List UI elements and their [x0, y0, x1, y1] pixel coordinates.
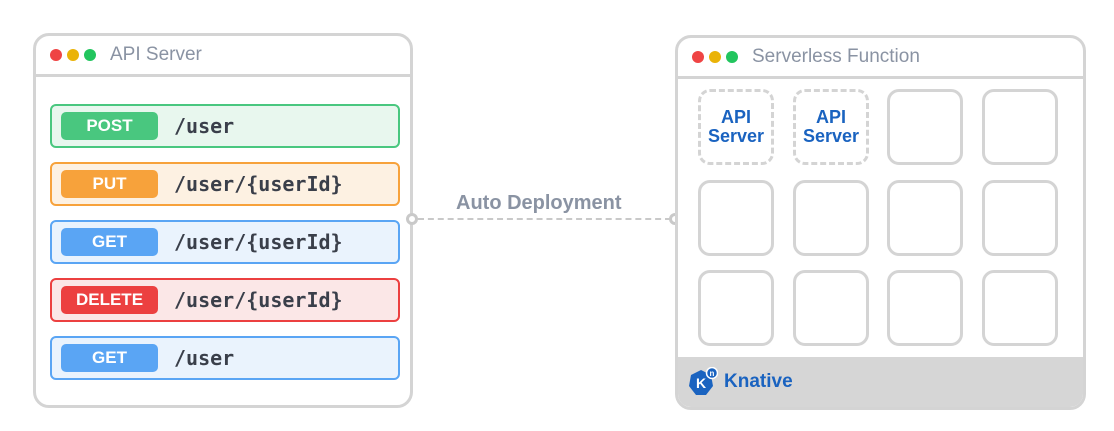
method-badge-post: POST [61, 112, 158, 140]
serverless-title: Serverless Function [752, 46, 920, 67]
endpoint-row: POST /user [50, 104, 400, 148]
serverless-function-window: Serverless Function API Server API Serve… [675, 35, 1086, 410]
endpoint-row: PUT /user/{userId} [50, 162, 400, 206]
endpoint-row: DELETE /user/{userId} [50, 278, 400, 322]
api-server-window: API Server POST /user PUT /user/{userId}… [33, 33, 413, 408]
knative-footer: K n Knative [678, 357, 1083, 407]
api-server-instance: API Server [698, 89, 774, 165]
instance-label-line1: API [720, 107, 751, 127]
window-controls [50, 49, 96, 61]
api-server-titlebar: API Server [36, 36, 410, 77]
instance-label-line1: API [815, 107, 846, 127]
serverless-titlebar: Serverless Function [678, 38, 1083, 79]
minimize-dot-icon [709, 51, 721, 63]
empty-slot [793, 270, 869, 346]
empty-slot [982, 180, 1058, 256]
maximize-dot-icon [726, 51, 738, 63]
method-badge-delete: DELETE [61, 286, 158, 314]
endpoint-path: /user [174, 114, 235, 138]
knative-logo-letter: K [696, 375, 706, 391]
api-server-instance: API Server [793, 89, 869, 165]
empty-slot [887, 89, 963, 165]
empty-slot [982, 89, 1058, 165]
method-badge-put: PUT [61, 170, 158, 198]
api-server-title: API Server [110, 44, 202, 65]
endpoint-row: GET /user/{userId} [50, 220, 400, 264]
connector-start-dot [406, 213, 418, 225]
empty-slot [982, 270, 1058, 346]
instance-label-line2: Server [802, 126, 860, 146]
instance-label-line2: Server [707, 126, 765, 146]
knative-label: Knative [724, 371, 793, 392]
endpoint-path: /user/{userId} [174, 172, 343, 196]
empty-slot [793, 180, 869, 256]
auto-deployment-connector-line [418, 218, 671, 220]
endpoint-path: /user/{userId} [174, 230, 343, 254]
auto-deployment-label: Auto Deployment [456, 192, 622, 214]
maximize-dot-icon [84, 49, 96, 61]
empty-slot [887, 270, 963, 346]
knative-logo-icon: K n [688, 366, 719, 397]
close-dot-icon [50, 49, 62, 61]
method-badge-get: GET [61, 344, 158, 372]
endpoint-path: /user [174, 346, 235, 370]
minimize-dot-icon [67, 49, 79, 61]
knative-logo-superscript: n [710, 369, 715, 378]
endpoint-row: GET /user [50, 336, 400, 380]
empty-slot [698, 270, 774, 346]
empty-slot [698, 180, 774, 256]
window-controls [692, 51, 738, 63]
close-dot-icon [692, 51, 704, 63]
empty-slot [887, 180, 963, 256]
method-badge-get: GET [61, 228, 158, 256]
endpoint-path: /user/{userId} [174, 288, 343, 312]
